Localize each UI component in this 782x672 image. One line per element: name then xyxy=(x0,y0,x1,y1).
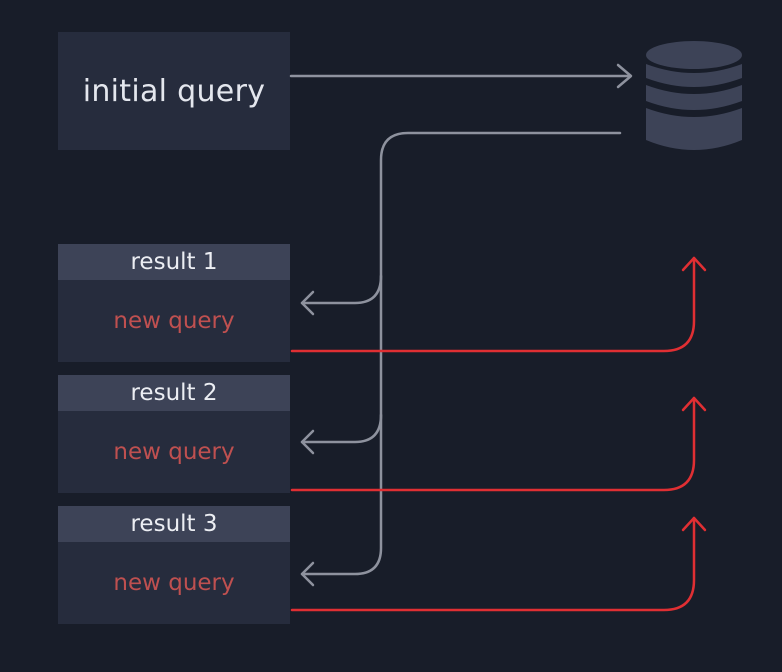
result-arrowhead-2 xyxy=(300,429,315,455)
new-query-label-2: new query xyxy=(113,439,235,465)
result-title-1: result 1 xyxy=(58,244,290,280)
new-query-label-3: new query xyxy=(113,570,235,596)
result-title-3: result 3 xyxy=(58,506,290,542)
new-query-arrow-3 xyxy=(290,516,696,612)
new-query-arrow-1 xyxy=(290,256,696,353)
result-arrowhead-1 xyxy=(300,290,315,316)
result-arrowheads xyxy=(300,290,315,587)
result-arrowhead-3 xyxy=(300,561,315,587)
initial-query-label: initial query xyxy=(82,73,266,109)
new-query-label-1: new query xyxy=(113,308,235,334)
database-return-lines xyxy=(300,131,622,576)
result-box-3: result 3 new query xyxy=(58,506,290,624)
new-query-arrows xyxy=(290,256,707,612)
initial-query-box: initial query xyxy=(58,32,290,150)
result-title-2: result 2 xyxy=(58,375,290,411)
new-query-arrow-2 xyxy=(290,396,696,492)
database-icon xyxy=(646,41,742,150)
result-box-2: result 2 new query xyxy=(58,375,290,493)
initial-query-arrow xyxy=(289,63,633,89)
result-box-1: result 1 new query xyxy=(58,244,290,362)
